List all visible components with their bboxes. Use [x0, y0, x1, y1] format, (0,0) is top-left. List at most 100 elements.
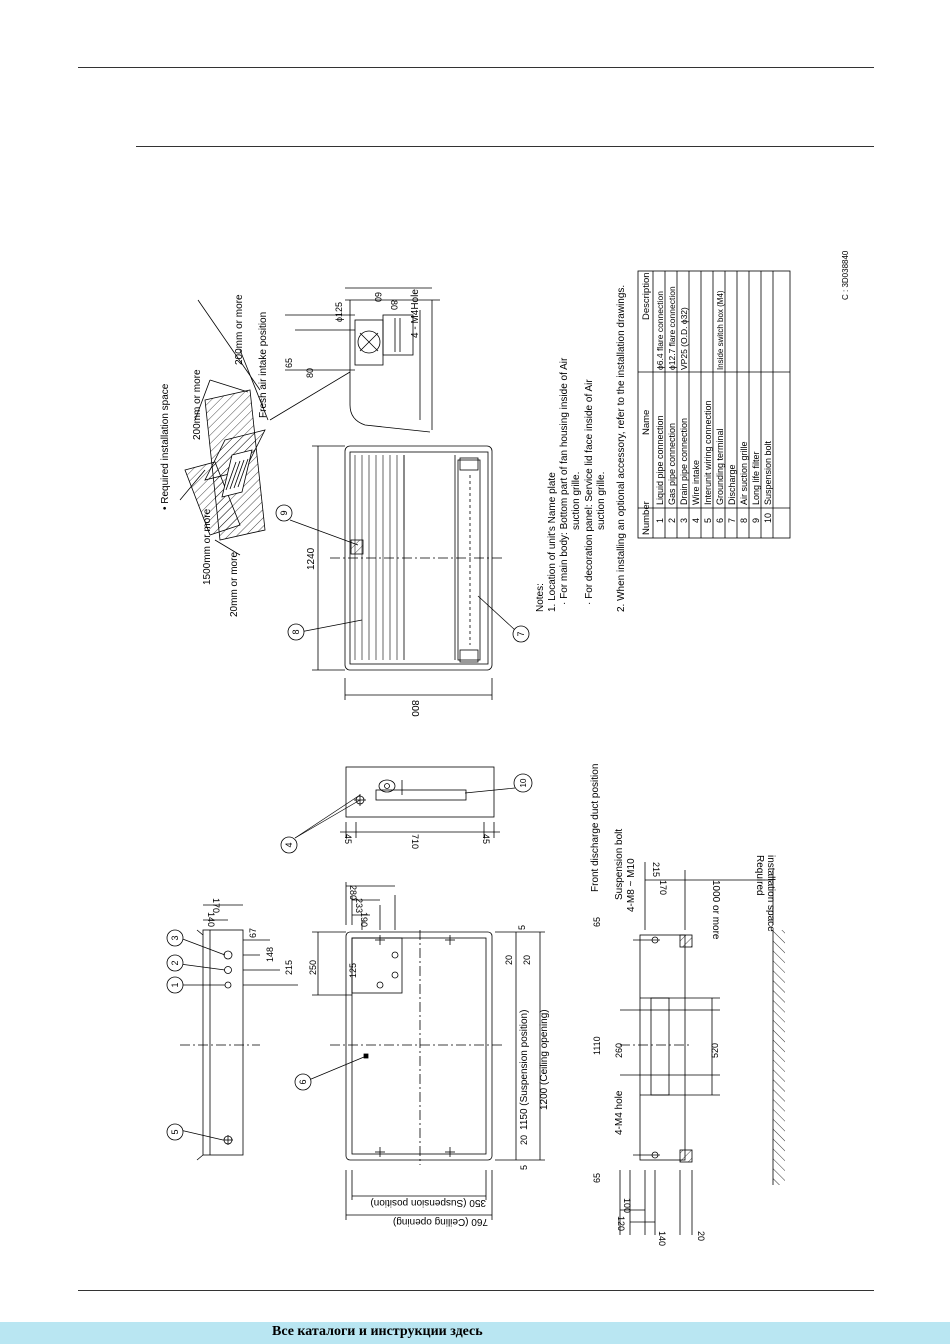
ceiling-d5a: 5: [517, 925, 527, 930]
ceiling-d1200: 1200 (Ceiling opening): [539, 1009, 550, 1110]
space-left-label: 1500mm or more: [202, 508, 213, 585]
end-view: [340, 766, 500, 838]
header-rule-top: [78, 67, 874, 68]
ceiling-d1150: 1150 (Suspension position): [519, 1010, 530, 1130]
parts-table: [637, 270, 791, 539]
table-cell-number: 6: [715, 518, 725, 523]
side-d148: 148: [265, 947, 275, 962]
callout-4: 4: [280, 836, 298, 854]
front-d1240: 1240: [306, 547, 317, 570]
ceiling-d20b: 20: [522, 955, 532, 965]
callout-7: 7: [512, 625, 530, 643]
notes-line-2: · For main body: Bottom part of fan hous…: [559, 357, 570, 605]
elev-bolt-size: 4-M8 ~ M10: [626, 858, 637, 912]
notes-heading: Notes:: [535, 583, 546, 612]
svg-text:7: 7: [516, 631, 526, 636]
table-cell-number: 9: [751, 518, 761, 523]
fresh-air-d60: 60: [373, 292, 383, 302]
svg-text:5: 5: [170, 1129, 180, 1134]
elev-req2: installation space: [765, 855, 776, 932]
fresh-air-d80b: 80: [389, 300, 399, 310]
elev-bolt: Suspension bolt: [614, 829, 625, 900]
notes-line-3: suction grille.: [571, 472, 582, 530]
end-d45b: 45: [481, 834, 491, 844]
table-cell-description: Inside switch box (M4): [716, 290, 725, 370]
fresh-air-intake-detail: [269, 287, 440, 433]
table-header-2: Description: [641, 272, 652, 320]
elev-d260: 260: [614, 1043, 624, 1058]
callout-9: 9: [275, 504, 293, 522]
fresh-air-d65: 65: [284, 358, 294, 368]
callout-3: 3: [166, 929, 184, 947]
svg-text:8: 8: [291, 629, 301, 634]
fresh-air-hole: 4 - M4Hole: [410, 289, 421, 338]
side-d170: 170: [211, 898, 221, 913]
elev-d20: 20: [696, 1231, 706, 1241]
svg-text:9: 9: [279, 510, 289, 515]
elev-d65a: 65: [592, 917, 602, 927]
ceiling-d20a: 20: [504, 955, 514, 965]
ceiling-opening-view: [312, 882, 545, 1220]
callout-leaders: [179, 519, 516, 1141]
side-d215: 215: [284, 960, 294, 975]
table-cell-name: Discharge: [727, 464, 737, 505]
ceiling-d190: 190: [359, 912, 369, 927]
fresh-air-phi: ϕ125: [334, 302, 344, 322]
table-cell-name: Air suction grille: [739, 441, 749, 505]
notes-line-1: 1. Location of unit's Name plate: [547, 472, 558, 612]
notes-line-6: 2. When installing an optional accessory…: [616, 285, 627, 612]
callout-6: 6: [294, 1073, 312, 1091]
ceiling-d250: 250: [308, 960, 318, 975]
front-d800: 800: [409, 700, 420, 717]
elev-d520: 520: [710, 1043, 720, 1058]
elev-d170: 170: [658, 880, 668, 895]
catalog-link[interactable]: Все каталоги и инструкции здесь: [272, 1324, 483, 1339]
elev-req1: Required: [754, 855, 765, 896]
side-piping-view: [180, 904, 298, 1161]
elev-m4: 4-M4 hole: [614, 1090, 625, 1135]
svg-text:6: 6: [298, 1079, 308, 1084]
side-elevation-view: [619, 862, 785, 1235]
space-title: • Required installation space: [160, 383, 171, 510]
space-bottom-label: 20mm or more: [229, 552, 240, 617]
table-cell-number: 7: [727, 518, 737, 523]
svg-text:1: 1: [170, 982, 180, 987]
ceiling-d760: 760 (Ceiling opening): [393, 1216, 488, 1227]
table-cell-number: 4: [691, 518, 701, 523]
table-cell-number: 2: [667, 518, 677, 523]
elev-d100: 100: [622, 1198, 632, 1213]
table-cell-name: Interunit wiring connection: [703, 400, 713, 505]
ceiling-d350: 350 (Suspension position): [370, 1197, 486, 1208]
table-cell-number: 3: [679, 518, 689, 523]
fresh-air-title: Fresh air intake position: [258, 312, 269, 418]
table-cell-description: ϕ12.7 flare connection: [667, 286, 677, 370]
table-cell-name: Grounding terminal: [715, 428, 725, 505]
drawing-code: C : 3D038840: [841, 250, 850, 300]
svg-text:4: 4: [284, 842, 294, 847]
ceiling-d5b: 5: [519, 1165, 529, 1170]
table-cell-name: Gas pipe connection: [667, 423, 677, 505]
elev-d1000: 1000 or more: [710, 880, 721, 940]
installation-space-view: [179, 299, 269, 556]
table-cell-name: Wire intake: [691, 460, 701, 505]
notes-line-5: suction grille.: [596, 472, 607, 530]
side-d67: 67: [248, 928, 258, 938]
side-d140: 140: [206, 912, 216, 927]
elev-d140: 140: [657, 1231, 667, 1246]
table-header-1: Name: [641, 410, 652, 435]
ceiling-d280: 280: [348, 885, 358, 900]
space-top-right-label: 200mm or more: [234, 294, 245, 365]
elev-d1110: 1110: [592, 1036, 602, 1055]
footer-bar: [0, 1322, 950, 1344]
elev-d120: 120: [616, 1216, 626, 1231]
table-cell-number: 8: [739, 518, 749, 523]
end-d710: 710: [410, 834, 420, 849]
callout-10: 10: [513, 773, 533, 793]
elev-front-duct: Front discharge duct position: [590, 764, 601, 892]
table-header-0: Number: [641, 501, 652, 535]
ceiling-d125: 125: [348, 963, 358, 978]
callout-2: 2: [166, 954, 184, 972]
svg-text:10: 10: [519, 778, 528, 787]
